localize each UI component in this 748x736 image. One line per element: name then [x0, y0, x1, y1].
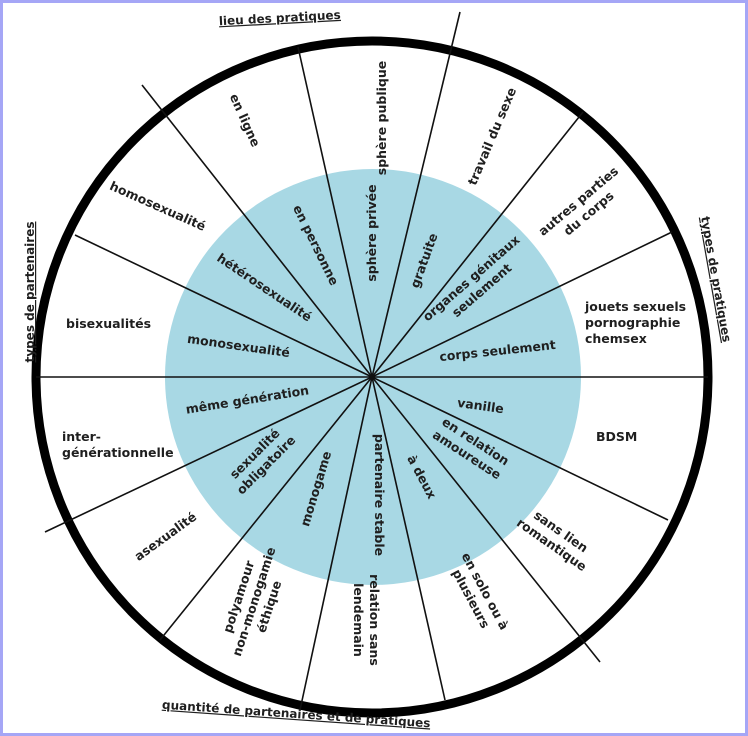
- label-line: inter-: [62, 429, 101, 444]
- spoke: [371, 11, 461, 378]
- label-line: chemsex: [585, 331, 647, 346]
- spoke: [159, 376, 373, 641]
- spoke: [371, 376, 669, 521]
- spoke: [299, 376, 373, 711]
- label-relation-sans: relation sans lendemain: [351, 574, 382, 666]
- label-line: lendemain: [351, 583, 366, 657]
- label-line: pornographie: [585, 315, 680, 330]
- label-sphere-privee: sphère privée: [364, 184, 379, 281]
- label-vanille: vanille: [456, 395, 504, 416]
- spokes: [36, 11, 708, 711]
- spoke: [44, 376, 373, 533]
- spoke: [141, 84, 373, 378]
- edge-label-top: lieu des pratiques: [219, 8, 342, 28]
- spoke: [74, 234, 373, 378]
- spoke: [371, 376, 446, 701]
- label-inter-generationnelle: inter- générationnelle: [62, 429, 174, 460]
- edge-label-left: types de partenaires: [23, 222, 37, 363]
- label-line: générationnelle: [62, 445, 174, 460]
- spoke: [371, 231, 673, 378]
- spoke: [371, 111, 584, 378]
- spoke: [297, 46, 373, 378]
- label-bdsm: BDSM: [596, 429, 637, 444]
- label-line: jouets sexuels: [584, 299, 686, 314]
- label-line: relation sans: [367, 574, 382, 666]
- label-bisexualites: bisexualités: [66, 316, 151, 331]
- label-sphere-publique: sphère publique: [374, 61, 389, 175]
- label-partenaire-stable: partenaire stable: [372, 434, 387, 556]
- label-jouets: jouets sexuels pornographie chemsex: [584, 299, 686, 346]
- spoke: [371, 376, 601, 663]
